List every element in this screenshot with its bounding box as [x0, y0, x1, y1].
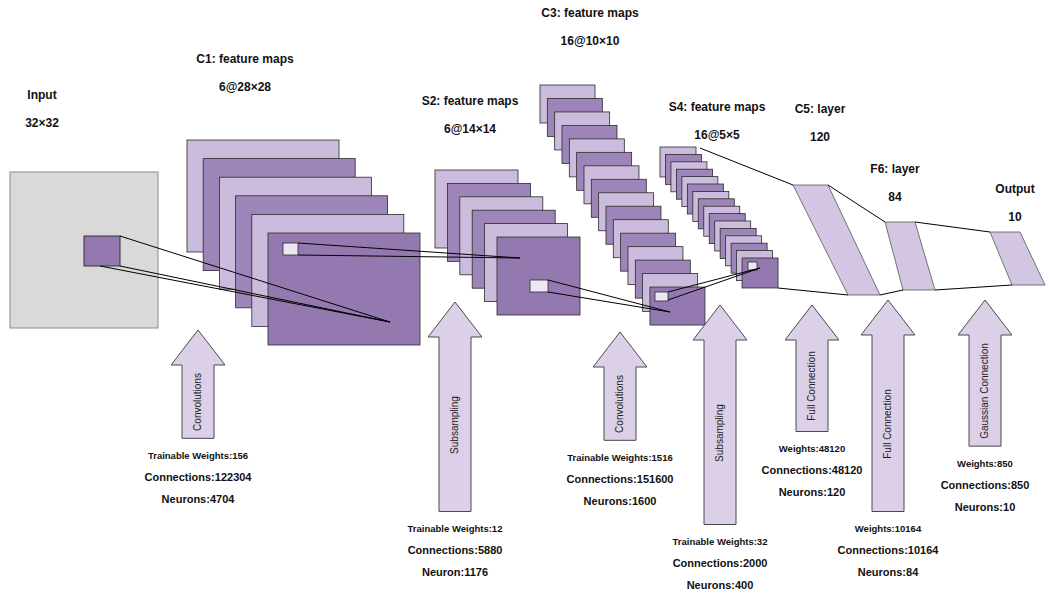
layer-name: S2: feature maps: [370, 94, 570, 108]
operation-arrow: Subsampling: [693, 305, 747, 525]
layer-stat: Neurons:84: [798, 566, 978, 579]
connection-lines: [668, 268, 760, 300]
dense-layer: [990, 232, 1045, 285]
connection-lines: [700, 148, 848, 295]
layer-node: Input32×32: [10, 88, 160, 330]
receptive-field: [655, 292, 668, 301]
layer-node: Output10: [990, 182, 1047, 285]
layer-heading: Output 10: [915, 182, 1049, 238]
arrow-outline: [785, 305, 839, 432]
feature-map: [497, 237, 580, 315]
layer-node: S4: feature maps16@5×5: [660, 100, 778, 288]
layer-size: 16@5×5: [617, 128, 817, 142]
operation-label: Subsampling: [449, 396, 461, 454]
layer-name: C5: layer: [720, 102, 920, 116]
arrow-outline: [171, 330, 225, 438]
layer-stat: Trainable Weights:12: [365, 522, 545, 535]
arrow-outline: [428, 302, 482, 512]
arrow-outline: [958, 300, 1012, 446]
connection-lines: [548, 280, 670, 312]
layer-stat: Connections:2000: [630, 557, 810, 570]
layer-stat: Trainable Weights:1516: [530, 451, 710, 464]
layer-stat: Neuron:1176: [365, 566, 545, 579]
connection-lines: [100, 236, 390, 322]
layer-stat: Weights:10164: [798, 522, 978, 535]
operation-label: Full Connection: [882, 389, 894, 458]
operation-label: Subsampling: [714, 404, 726, 462]
layer-stat: Connections:5880: [365, 544, 545, 557]
layer-name: Output: [915, 182, 1049, 196]
connection-lines: [298, 243, 520, 258]
operation-arrow: Full Connection: [785, 305, 839, 432]
layer-heading: Input 32×32: [0, 88, 142, 144]
layer-name: S4: feature maps: [617, 100, 817, 114]
layer-size: 6@14×14: [370, 122, 570, 136]
layer-stat: Neurons:400: [630, 579, 810, 592]
operation-label: Full Connection: [806, 351, 818, 420]
layer-size: 120: [720, 130, 920, 144]
layer-stat: Neurons:10: [895, 501, 1049, 514]
arrow-outline: [593, 332, 647, 440]
layer-node: C5: layer120: [793, 102, 885, 295]
layer-stat: Connections:850: [895, 479, 1049, 492]
layer-stat: Connections:10164: [798, 544, 978, 557]
operation-label: Convolutions: [192, 373, 204, 431]
receptive-field: [530, 280, 548, 292]
operation-arrow: Subsampling: [428, 302, 482, 512]
layer-node: S2: feature maps6@14×14: [435, 94, 580, 315]
arrow-outline: [861, 300, 915, 512]
layer-stat: Trainable Weights:156: [108, 449, 288, 462]
operation-arrow: Gaussian Connection: [958, 300, 1012, 447]
operation-label: Gaussian Connection: [979, 343, 991, 439]
layer-size: 10: [915, 210, 1049, 224]
layer-stat: Neurons:4704: [108, 493, 288, 506]
layer-size: 32×32: [0, 116, 142, 130]
layer-heading: C5: layer 120: [720, 102, 920, 158]
layer-name: C1: feature maps: [145, 52, 345, 66]
dense-layer: [793, 185, 880, 295]
layer-size: 84: [795, 190, 995, 204]
arrow-outline: [693, 305, 747, 525]
layer-stat: Neurons:1600: [530, 495, 710, 508]
layer-heading: S2: feature maps 6@14×14: [370, 94, 570, 150]
layer-stat: Neurons:120: [722, 486, 902, 499]
operation-arrow: Convolutions: [171, 330, 225, 439]
feature-map: [742, 258, 778, 288]
connection-lines: [915, 222, 1012, 290]
layer-name: C3: feature maps: [490, 6, 690, 20]
layer-heading: C3: feature maps 16@10×10: [490, 6, 690, 62]
operation-arrow: Full Connection: [861, 300, 915, 512]
layer-node: C3: feature maps16@10×10: [540, 6, 705, 325]
layer-stat: Connections:48120: [722, 464, 902, 477]
receptive-field: [84, 236, 120, 266]
input-image: [10, 172, 158, 328]
layer-heading: F6: layer 84: [795, 162, 995, 218]
layer-heading: S4: feature maps 16@5×5: [617, 100, 817, 156]
layer-stat: Weights:850: [895, 457, 1049, 470]
layer-stat: Trainable Weights:32: [630, 535, 810, 548]
receptive-field: [283, 243, 298, 255]
layer-stat: Connections:122304: [108, 471, 288, 484]
operation-arrow: Convolutions: [593, 332, 647, 441]
feature-map: [650, 287, 705, 325]
layer-heading: C1: feature maps 6@28×28: [145, 52, 345, 108]
layer-node: F6: layer84: [885, 162, 935, 290]
operation-label: Convolutions: [614, 375, 626, 433]
layer-stat: Weights:48120: [722, 442, 902, 455]
layer-name: F6: layer: [795, 162, 995, 176]
layer-size: 16@10×10: [490, 34, 690, 48]
layer-name: Input: [0, 88, 142, 102]
layer-node: C1: feature maps6@28×28: [187, 52, 420, 345]
layer-size: 6@28×28: [145, 80, 345, 94]
layer-stat: Connections:151600: [530, 473, 710, 486]
dense-layer: [885, 222, 935, 290]
